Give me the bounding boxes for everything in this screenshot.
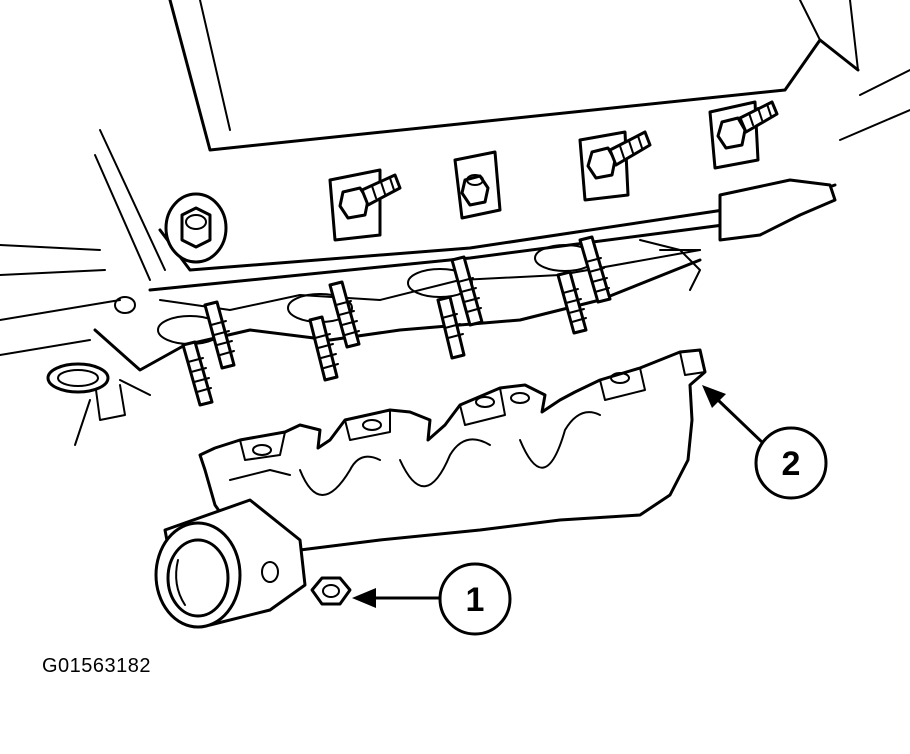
head-bolt	[453, 150, 502, 220]
callout-2: 2	[702, 385, 828, 500]
stud	[181, 340, 214, 407]
callout-1: 1	[352, 562, 512, 636]
head-bolt	[328, 168, 402, 242]
cylinder-head	[0, 0, 910, 446]
stud	[308, 315, 339, 382]
manifold-studs	[181, 235, 612, 407]
stud	[450, 255, 484, 327]
head-bolts	[164, 100, 779, 264]
manifold-nut	[310, 576, 352, 606]
head-bolt	[708, 100, 779, 170]
figure-code: G01563182	[42, 655, 152, 677]
stud	[436, 295, 466, 360]
stud	[328, 280, 361, 349]
head-bolt	[164, 192, 228, 264]
callout-1-number: 1	[466, 581, 485, 619]
exhaust-manifold	[154, 348, 707, 629]
callout-2-number: 2	[782, 445, 801, 483]
stud	[578, 235, 612, 304]
head-bolt	[578, 130, 652, 202]
stud	[203, 300, 236, 370]
stud	[556, 270, 588, 335]
